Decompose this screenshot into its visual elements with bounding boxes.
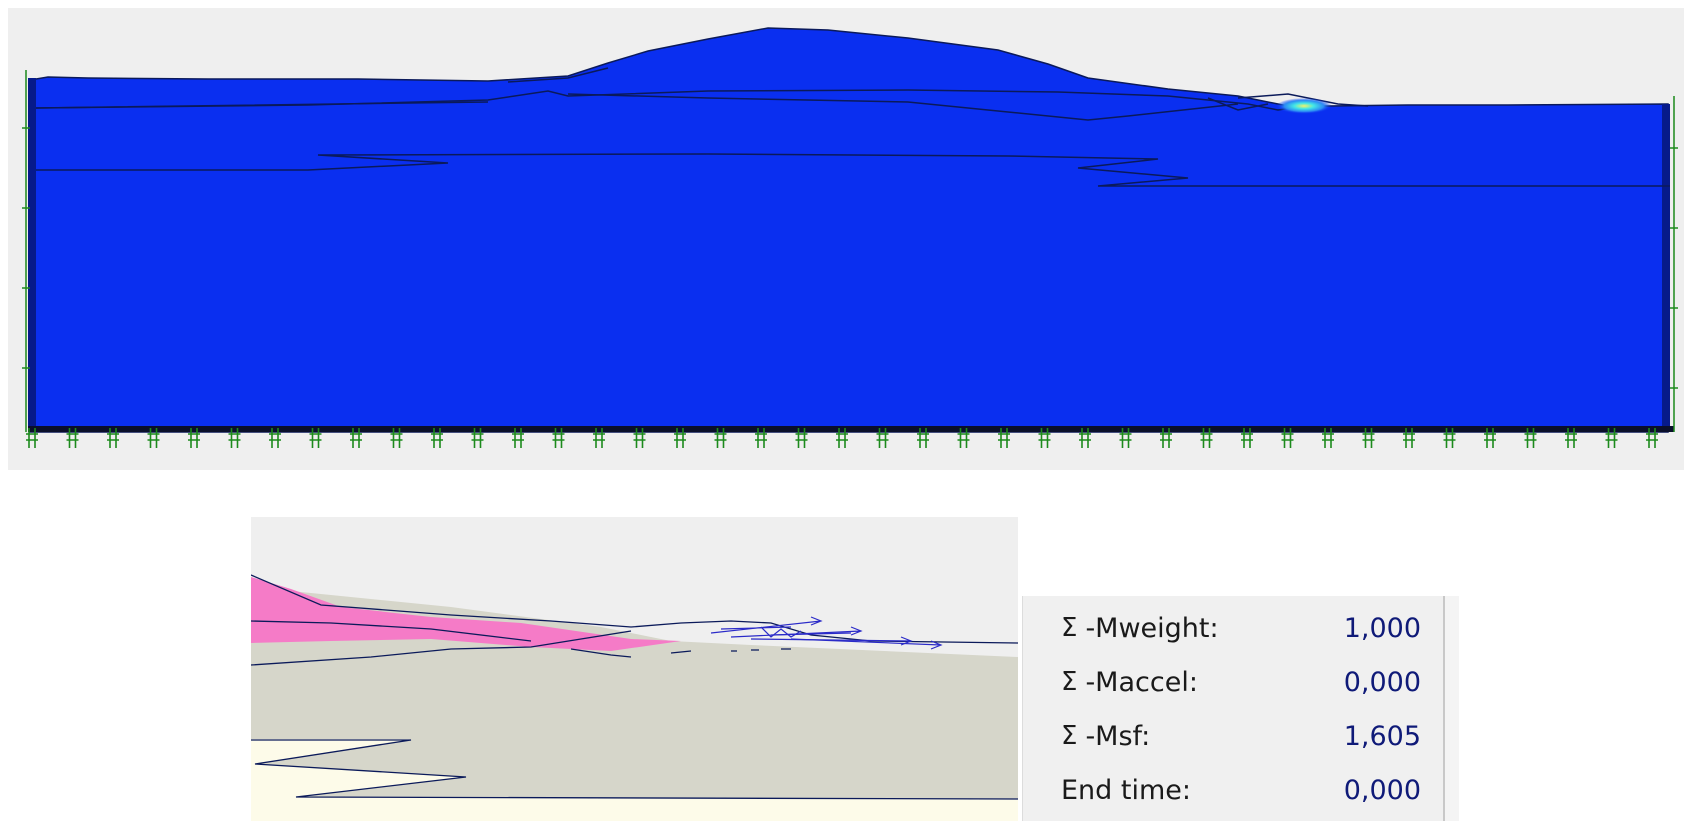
soil-body xyxy=(29,27,1669,433)
maccel-value: 0,000 xyxy=(1343,666,1421,698)
end-time-label: End time: xyxy=(1061,774,1191,806)
bottom-fixities xyxy=(26,428,1658,448)
sigma-icon: Σ xyxy=(1061,613,1078,643)
fixity-cross-icon xyxy=(998,428,1010,448)
fixity-cross-icon xyxy=(674,428,686,448)
fixity-cross-icon xyxy=(795,428,808,448)
panel-scrollbar[interactable] xyxy=(1443,596,1459,821)
msf-label-group: Σ -Msf: xyxy=(1061,721,1150,752)
deformed-mesh-canvas xyxy=(22,27,1678,448)
fixity-cross-icon xyxy=(309,428,322,448)
fixity-cross-icon xyxy=(714,428,727,448)
fixity-cross-icon xyxy=(107,428,119,448)
fixity-cross-icon xyxy=(836,428,848,448)
fixity-cross-icon xyxy=(390,428,403,448)
fixity-cross-icon xyxy=(512,428,524,448)
fixity-cross-icon xyxy=(269,428,281,448)
fixity-cross-icon xyxy=(1038,428,1051,448)
mweight-label: -Mweight: xyxy=(1085,612,1219,644)
mweight-label-group: Σ -Mweight: xyxy=(1061,613,1219,644)
fixity-cross-icon xyxy=(1119,428,1132,448)
displacement-arrows xyxy=(710,616,943,650)
fixity-cross-icon xyxy=(1443,428,1456,448)
msf-row: Σ -Msf: 1,605 xyxy=(1061,716,1421,756)
deformed-mesh-viewport[interactable] xyxy=(8,8,1684,470)
fixity-cross-icon xyxy=(147,428,160,448)
msf-value: 1,605 xyxy=(1343,720,1421,752)
fixity-cross-icon xyxy=(633,428,646,448)
mweight-value: 1,000 xyxy=(1343,612,1421,644)
fixity-cross-icon xyxy=(66,428,79,448)
plastic-points-viewport[interactable] xyxy=(251,517,1018,821)
fixity-cross-icon xyxy=(1241,428,1253,448)
side-fixities xyxy=(22,70,1678,432)
maccel-label-group: Σ -Maccel: xyxy=(1061,667,1198,698)
sigma-icon: Σ xyxy=(1061,667,1078,697)
maccel-label: -Maccel: xyxy=(1085,666,1198,698)
mweight-row: Σ -Mweight: 1,000 xyxy=(1061,608,1421,648)
plastic-points-canvas xyxy=(251,574,1018,821)
fixity-cross-icon xyxy=(1160,428,1172,448)
displacement-hotspot xyxy=(1276,98,1332,114)
fixity-cross-icon xyxy=(26,428,38,448)
fixity-cross-icon xyxy=(593,428,605,448)
fixity-cross-icon xyxy=(1281,428,1294,448)
fixity-cross-icon xyxy=(1322,428,1334,448)
fixity-cross-icon xyxy=(1524,428,1537,448)
sigma-icon: Σ xyxy=(1061,721,1078,751)
fixity-cross-icon xyxy=(188,428,200,448)
outline-lines xyxy=(251,574,1018,800)
fixity-cross-icon xyxy=(1362,428,1375,448)
right-boundary xyxy=(1662,104,1670,432)
end-time-value: 0,000 xyxy=(1343,774,1421,806)
plastic-zone xyxy=(251,577,681,651)
soil-region-gray xyxy=(251,587,1018,821)
end-time-row: End time: 0,000 xyxy=(1061,770,1421,810)
fixity-cross-icon xyxy=(350,428,362,448)
fixity-cross-icon xyxy=(471,428,484,448)
fixity-cross-icon xyxy=(552,428,565,448)
fixity-cross-icon xyxy=(1484,428,1496,448)
maccel-row: Σ -Maccel: 0,000 xyxy=(1061,662,1421,702)
fixity-cross-icon xyxy=(1605,428,1618,448)
bottom-boundary xyxy=(28,426,1674,432)
fixity-cross-icon xyxy=(755,428,767,448)
fixity-cross-icon xyxy=(917,428,929,448)
fixity-cross-icon xyxy=(1565,428,1577,448)
end-time-label-group: End time: xyxy=(1061,775,1191,806)
left-boundary xyxy=(28,78,36,432)
fixity-cross-icon xyxy=(1079,428,1091,448)
fixity-cross-icon xyxy=(1646,428,1658,448)
fixity-cross-icon xyxy=(1200,428,1213,448)
fixity-cross-icon xyxy=(957,428,970,448)
fixity-cross-icon xyxy=(228,428,241,448)
fixity-cross-icon xyxy=(431,428,443,448)
calculation-info-panel: Σ -Mweight: 1,000 Σ -Maccel: 0,000 Σ -Ms… xyxy=(1022,596,1459,821)
soil-region-cream xyxy=(251,739,1018,821)
msf-label: -Msf: xyxy=(1085,720,1151,752)
fixity-cross-icon xyxy=(1403,428,1415,448)
fixity-cross-icon xyxy=(876,428,889,448)
